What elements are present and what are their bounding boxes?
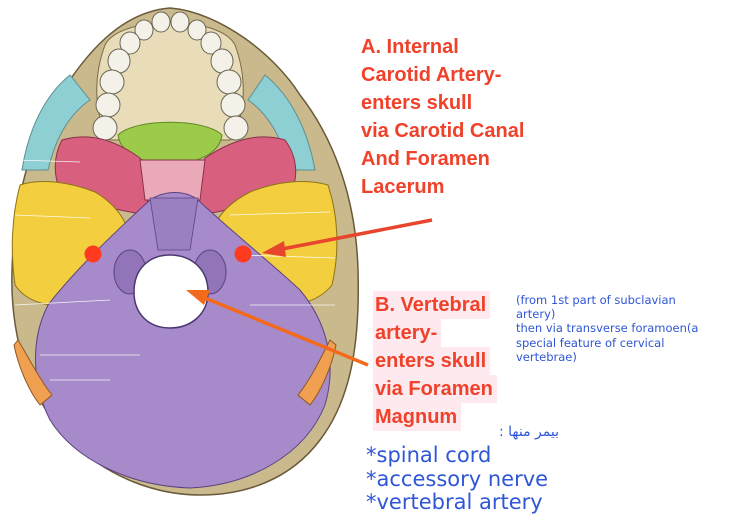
label-a-line: enters skull [361, 89, 524, 117]
left-carotid-canal-dot [85, 246, 102, 263]
label-vertebral-artery: B. Vertebral artery- enters skull via Fo… [373, 291, 497, 431]
label-a-line: via Carotid Canal [361, 117, 524, 145]
vertebral-origin-note: (from 1st part of subclavian artery) the… [516, 293, 698, 364]
label-internal-carotid: A. Internal Carotid Artery- enters skull… [361, 33, 524, 201]
list-item: *accessory nerve [366, 468, 548, 492]
arabic-note: بيمر منها : [499, 424, 559, 440]
label-a-line: Carotid Artery- [361, 61, 524, 89]
label-b-line: Magnum [373, 403, 461, 431]
note-line: then via transverse foramoen(a [516, 321, 698, 335]
note-line: special feature of cervical [516, 336, 698, 350]
note-line: vertebrae) [516, 350, 698, 364]
note-line: (from 1st part of subclavian [516, 293, 698, 307]
label-a-line: And Foramen [361, 145, 524, 173]
list-item: *spinal cord [366, 444, 548, 468]
list-item: *vertebral artery [366, 491, 548, 515]
basilar-part [150, 198, 198, 250]
right-carotid-canal-dot [235, 246, 252, 263]
foramen-magnum-contents-list: *spinal cord *accessory nerve *vertebral… [366, 444, 548, 515]
label-a-line: A. Internal [361, 33, 524, 61]
note-line: artery) [516, 307, 698, 321]
label-b-line: B. Vertebral [373, 291, 490, 319]
label-b-line: artery- [373, 319, 441, 347]
label-a-line: Lacerum [361, 173, 524, 201]
label-b-line: via Foramen [373, 375, 497, 403]
label-b-line: enters skull [373, 347, 490, 375]
